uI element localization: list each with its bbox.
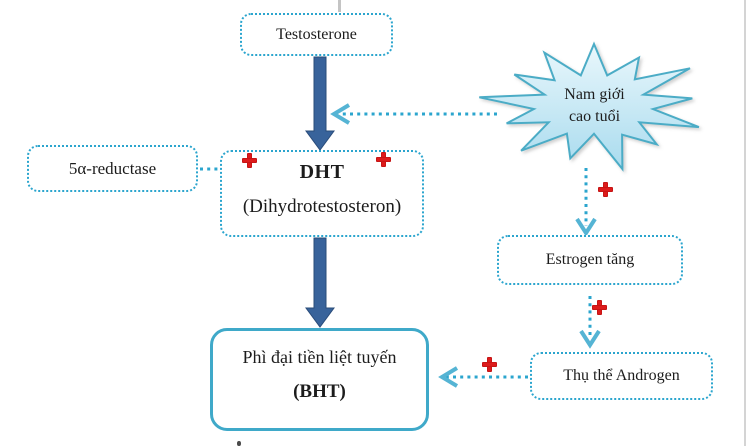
node-reductase: 5α-reductase [27, 145, 198, 192]
dotted-arrow-androgen-to-bph [438, 366, 528, 388]
androgen-receptor-label: Thụ thể Androgen [563, 367, 680, 384]
plus-icon [592, 300, 607, 315]
top-crop-tick [338, 0, 341, 12]
dotted-arrow-elderly-to-estrogen [575, 168, 597, 237]
dht-title: DHT [299, 161, 345, 183]
reductase-label: 5α-reductase [68, 158, 157, 178]
testosterone-label: Testosterone [276, 25, 357, 43]
node-estrogen: Estrogen tăng [497, 235, 683, 285]
bph-title: Phì đại tiền liệt tuyến [242, 347, 397, 367]
plus-icon [482, 357, 497, 372]
bph-subtitle: (BHT) [293, 381, 346, 402]
node-androgen-receptor: Thụ thể Androgen [530, 352, 713, 400]
node-bph: Phì đại tiền liệt tuyến (BHT) [210, 328, 429, 431]
plus-icon [376, 152, 391, 167]
node-testosterone: Testosterone [240, 13, 393, 56]
starburst-shape [479, 41, 700, 172]
node-elderly-men: Nam giới cao tuổi [528, 84, 661, 128]
dotted-arrow-estrogen-to-androgen [579, 296, 601, 349]
plus-icon [598, 182, 613, 197]
arrow-dht-to-bph [305, 237, 335, 328]
arrow-testosterone-to-dht [305, 56, 335, 151]
dotted-arrow-elderly-to-dht-arrow [330, 103, 497, 125]
node-dht: DHT (Dihydrotestosteron) [220, 150, 424, 237]
caption-remnant [237, 441, 241, 446]
elderly-men-line2: cao tuổi [568, 108, 621, 125]
estrogen-label: Estrogen tăng [545, 251, 635, 268]
dht-subtitle: (Dihydrotestosteron) [242, 196, 402, 217]
elderly-men-line1: Nam giới [564, 86, 625, 103]
right-border-line [744, 0, 746, 446]
plus-icon [242, 153, 257, 168]
